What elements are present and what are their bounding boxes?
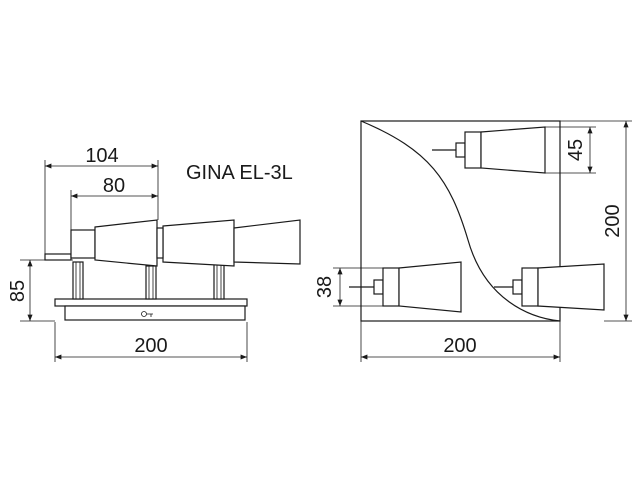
lamp-shade-3: [233, 219, 301, 265]
dim-plate-height: 200: [602, 204, 624, 237]
base-plate: [54, 298, 248, 307]
plate-outline: [360, 120, 561, 322]
lamp-left: [349, 261, 462, 313]
stem-2: [145, 265, 157, 300]
plate-curve: [360, 120, 561, 322]
product-name: GINA EL-3L: [186, 162, 293, 184]
dim-lamp-offset-left: 38: [314, 276, 336, 298]
screw-icon: [141, 311, 153, 317]
dim-width-lamps: 80: [103, 175, 125, 197]
lamp-top: [432, 126, 546, 174]
dim-width-total: 104: [85, 145, 118, 167]
dim-base-width: 200: [134, 335, 167, 357]
side-view: 104 80 85 200: [7, 145, 301, 362]
base-plate-bottom: [64, 305, 246, 321]
stem-3: [213, 261, 225, 300]
dim-plate-width: 200: [443, 335, 476, 357]
stem-1: [72, 261, 84, 300]
lamp-right: [494, 263, 605, 311]
lamp-connector: [44, 253, 72, 261]
lamp-shade-2: [162, 219, 235, 267]
dim-height: 85: [7, 280, 29, 302]
lamp-shade-1: [94, 219, 158, 267]
dim-lamp-offset: 45: [565, 139, 587, 161]
top-view: 45 38 200 200: [314, 120, 632, 362]
